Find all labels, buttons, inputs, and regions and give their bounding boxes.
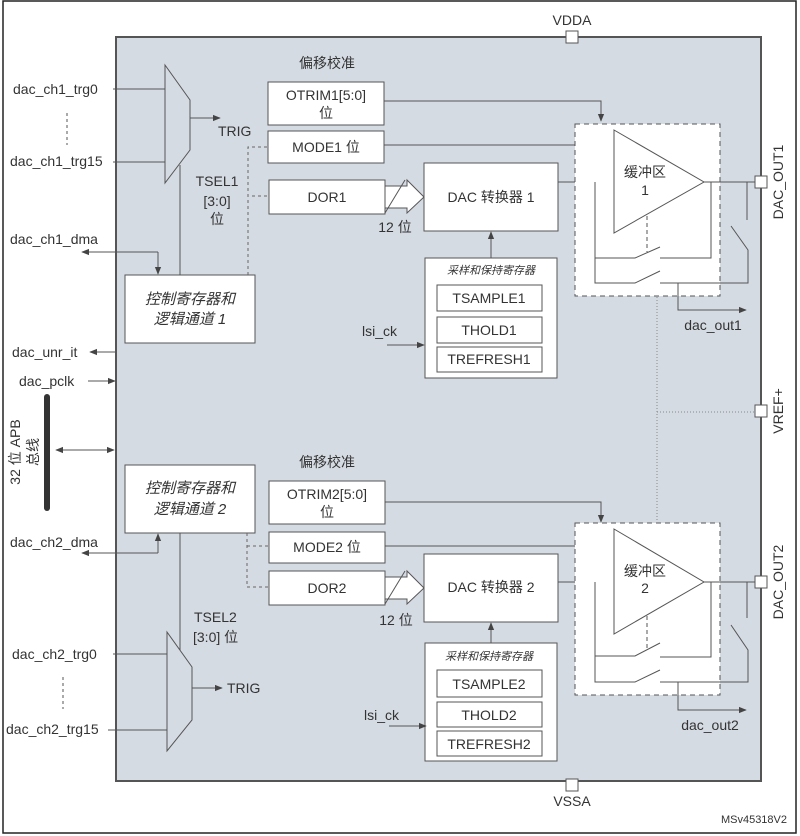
ch1-trg0-label: dac_ch1_trg0: [13, 81, 98, 97]
ch1-bus-arrow: [384, 178, 425, 215]
ch2-tsel-bits: [3:0] 位: [193, 629, 238, 645]
ch1-control-line1: 控制寄存器和: [145, 291, 237, 308]
ch1-thold-register: [436, 316, 543, 344]
ch2-otrim-register: [268, 480, 386, 525]
ch2-mode-register: [268, 531, 386, 564]
ch1-trig-label: TRIG: [218, 123, 251, 139]
ch2-thold-label: THOLD2: [461, 707, 516, 723]
vref-label: VREF+: [770, 388, 786, 434]
unr-it-label: dac_unr_it: [12, 344, 77, 360]
ch1-bits-label: 12 位: [378, 219, 411, 235]
ch2-offset-label: 偏移校准: [299, 454, 355, 470]
ch1-otrim-line: [384, 100, 605, 122]
ch2-control-line1: 控制寄存器和: [145, 480, 237, 497]
vref-pin: [754, 404, 768, 418]
ch1-sh-title: 采样和保持寄存器: [447, 264, 536, 277]
ch1-otrim-label: OTRIM1[5:0]: [286, 87, 366, 103]
ch2-control-line2: 逻辑通道 2: [154, 501, 227, 518]
ch1-trefresh-label: TREFRESH1: [447, 351, 530, 367]
ch2-lsi-label: lsi_ck: [364, 707, 400, 723]
pclk-label: dac_pclk: [19, 373, 75, 389]
ch1-thold-label: THOLD1: [461, 322, 516, 338]
ch2-bus-slash: [384, 570, 406, 605]
ch2-tsample-label: TSAMPLE2: [452, 676, 525, 692]
ch1-tsample-label: TSAMPLE1: [452, 290, 525, 306]
ch1-mode-label: MODE1 位: [292, 139, 360, 155]
vref-line: [656, 297, 755, 522]
ch2-out-label: dac_out2: [681, 717, 739, 733]
ch2-otrim-unit: 位: [320, 504, 334, 520]
channel-1: dac_ch1_trg0 dac_ch1_trg15 TRIG TSEL1 [3…: [10, 55, 755, 379]
dac-out2-label: DAC_OUT2: [770, 544, 786, 619]
dac-out1-label: DAC_OUT1: [770, 144, 786, 219]
ch1-otrim-unit: 位: [319, 105, 333, 121]
ch1-offset-label: 偏移校准: [299, 55, 355, 71]
ch2-bits-label: 12 位: [379, 612, 412, 628]
ch1-out-label: dac_out1: [684, 317, 742, 333]
ch2-buffer-amp: [613, 528, 705, 635]
ch1-tsel-label: TSEL1: [196, 173, 239, 189]
ch1-tsample-register: [436, 284, 543, 312]
figure-id: MSv45318V2: [721, 814, 787, 826]
vssa-label: VSSA: [553, 793, 591, 809]
ch1-buffer-amp: [613, 129, 706, 234]
ch1-control-dash: [247, 146, 268, 275]
vdda-label: VDDA: [553, 12, 593, 28]
ch1-lsi-label: lsi_ck: [362, 323, 398, 339]
ch2-dac-converter-label: DAC 转换器 2: [447, 579, 534, 595]
ch2-buffer-wiring: [594, 581, 755, 711]
ch2-tsample-register: [436, 669, 543, 698]
ch2-sh-title: 采样和保持寄存器: [445, 650, 534, 663]
ch2-otrim-label: OTRIM2[5:0]: [287, 486, 367, 502]
dac-out1-pin: [754, 175, 768, 189]
ch1-trg15-label: dac_ch1_trg15: [10, 153, 103, 169]
ch2-bus-arrow: [384, 569, 425, 606]
ch1-control-register: [124, 274, 256, 344]
ch2-trg0-label: dac_ch2_trg0: [12, 646, 97, 662]
ch2-trefresh-register: [436, 730, 543, 757]
vssa-pin: [565, 778, 579, 792]
ch2-buffer-label: 缓冲区: [624, 563, 666, 579]
ch1-dac-converter: [423, 162, 559, 232]
ch1-dor-label: DOR1: [308, 189, 347, 205]
ch2-otrim-line: [385, 501, 605, 523]
ch1-buffer-wiring: [594, 181, 755, 311]
ch1-dma-label: dac_ch1_dma: [10, 231, 98, 247]
ch2-trefresh-label: TREFRESH2: [447, 736, 530, 752]
ch2-control-register: [124, 464, 256, 534]
ch1-trigger-mux: [164, 63, 191, 185]
ch2-trg15-label: dac_ch2_trg15: [6, 721, 99, 737]
ch1-dac-converter-label: DAC 转换器 1: [447, 189, 534, 205]
ch1-buffer-label: 缓冲区: [624, 164, 666, 180]
ch1-control-line2: 逻辑通道 1: [154, 311, 227, 328]
ch1-tsel-unit: 位: [210, 211, 224, 227]
apb-bus-label-2: 总线: [25, 438, 41, 466]
ch1-buffer-num: 1: [641, 182, 649, 198]
ch2-dor-register: [268, 570, 386, 606]
ch2-tsel-label: TSEL2: [194, 609, 237, 625]
ch1-trefresh-register: [436, 346, 543, 373]
ch2-dma-label: dac_ch2_dma: [10, 534, 98, 550]
ch2-control-dash: [246, 533, 268, 588]
ch2-buffer-num: 2: [641, 580, 649, 596]
ch2-dor-label: DOR2: [308, 580, 347, 596]
ch1-mode-register: [267, 130, 385, 164]
channel-2: 控制寄存器和 逻辑通道 2 dac_ch2_dma 偏移校准 OTRIM2[5:…: [6, 454, 755, 762]
ch1-otrim-register: [267, 81, 385, 126]
ch1-tsel-bits: [3:0]: [203, 193, 230, 209]
dac-out2-pin: [754, 575, 768, 589]
ch2-trig-label: TRIG: [227, 680, 260, 696]
ch2-mode-label: MODE2 位: [293, 539, 361, 555]
apb-bus-label: 32 位 APB: [7, 419, 23, 484]
ch2-trigger-mux: [166, 630, 193, 753]
vdda-pin: [565, 30, 579, 44]
ch2-thold-register: [436, 701, 543, 728]
ch1-bus-slash: [384, 179, 406, 214]
ch2-dac-converter: [423, 553, 559, 623]
